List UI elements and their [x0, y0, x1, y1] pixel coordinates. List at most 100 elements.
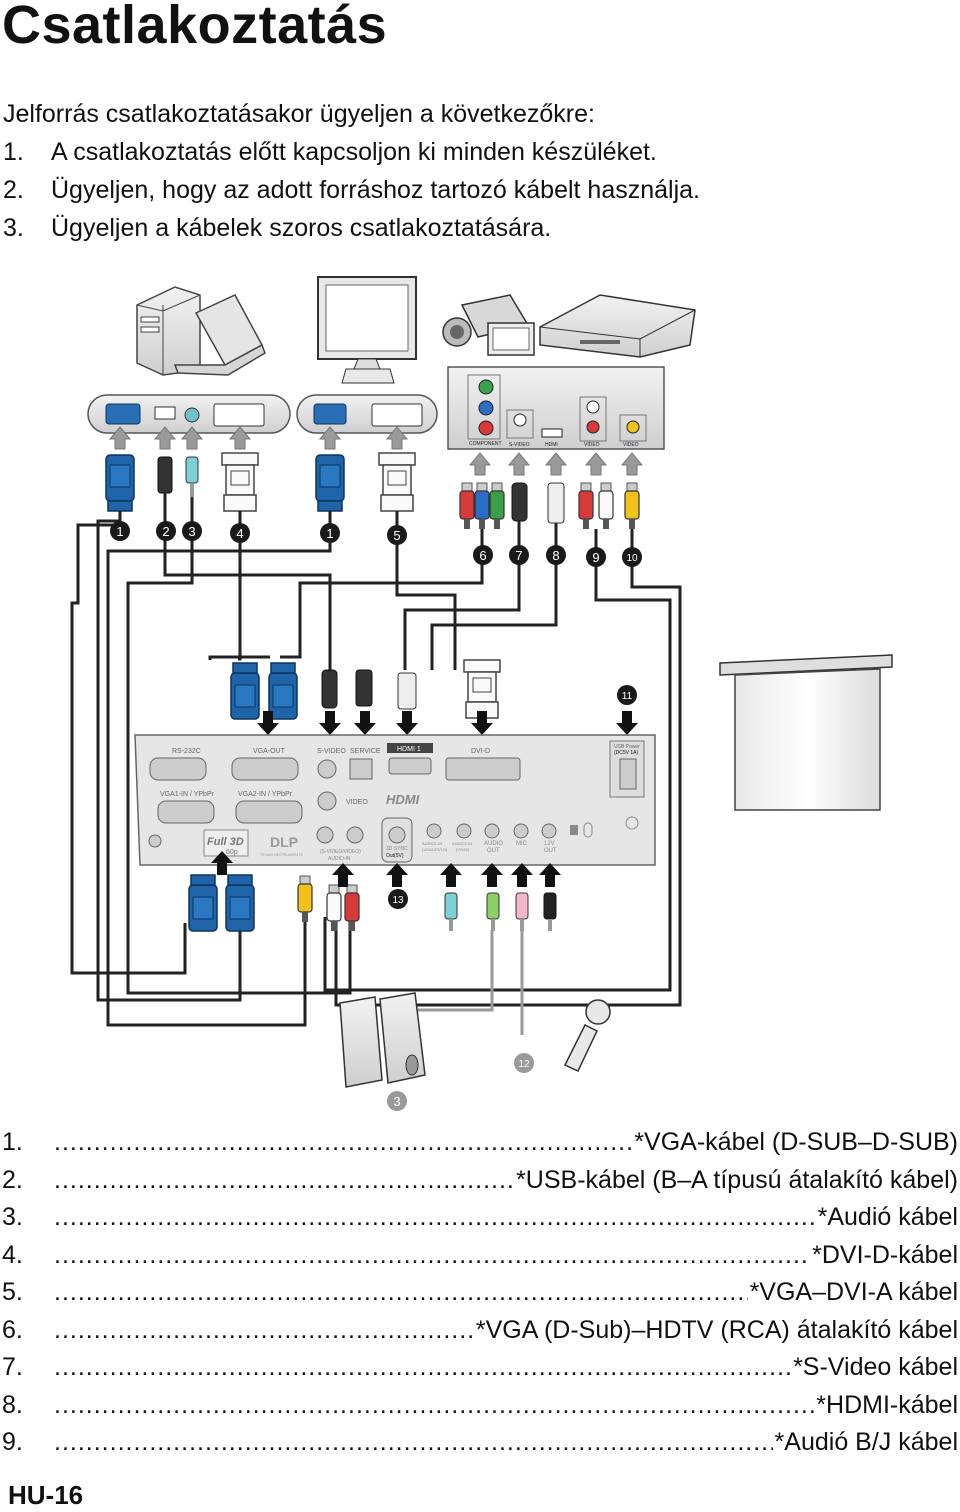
callout-badge: 2 — [156, 521, 176, 541]
callout-badge: 6 — [473, 545, 493, 565]
legend-number: 1. — [2, 1128, 23, 1156]
callout-badge: 5 — [387, 525, 407, 545]
audio2-in-sub: (VGA2) — [456, 847, 470, 852]
callout-badge: 3 — [387, 1091, 407, 1111]
svg-text:3: 3 — [188, 524, 195, 539]
cable-legend: 1. *VGA-kábel (D-SUB–D-SUB) 2.*USB-kábel … — [0, 1128, 958, 1466]
av-port-panel: COMPONENT S-VIDEO HDMI VIDEO VIDEO — [447, 366, 665, 450]
legend-number: 9. — [2, 1428, 23, 1456]
legend-text: *S-Video kábel — [793, 1353, 958, 1381]
legend-text: *USB-kábel (B–A típusú átalakító kábel) — [516, 1165, 958, 1194]
video-label: VIDEO — [584, 442, 600, 448]
camcorder-icon — [442, 294, 535, 356]
hdmi1-label: HDMI 1 — [397, 746, 421, 753]
leader-dots — [54, 1203, 816, 1232]
callout-badge: 12 — [514, 1053, 534, 1073]
usb-power-label: USB Power — [614, 744, 640, 750]
svg-text:12: 12 — [518, 1059, 530, 1070]
legend-text: *HDMI-kábel — [816, 1390, 958, 1419]
intro-step: 1.A csatlakoztatás előtt kapcsoljon ki m… — [3, 133, 700, 171]
full3d-logo: Full 3D — [207, 836, 244, 848]
hdmi-logo: HDMI — [386, 792, 420, 807]
sync3d-sub: Out(5V) — [386, 853, 404, 859]
step-text: A csatlakoztatás előtt kapcsoljon ki min… — [51, 138, 657, 166]
legend-number: 7. — [2, 1353, 23, 1381]
usb-power-sub: (DC5V 1A) — [614, 750, 639, 756]
callout-badges: 1 2 3 4 1 5 6 7 8 9 10 11 13 12 3 — [110, 521, 642, 1111]
legend-number: 6. — [2, 1315, 23, 1344]
connection-diagram: COMPONENT S-VIDEO HDMI VIDEO VIDEO — [70, 276, 893, 1111]
svg-text:11: 11 — [622, 691, 633, 702]
leader-dots — [54, 1316, 474, 1345]
callout-badge: 11 — [617, 685, 637, 705]
monitor-icon — [317, 276, 417, 384]
audio1-in-sub: (VGA1/DVI-D) — [422, 847, 448, 852]
step-number: 3. — [3, 214, 24, 242]
legend-number: 4. — [2, 1240, 23, 1269]
legend-text: *Audió B/J kábel — [774, 1428, 958, 1456]
service-label: SERVICE — [350, 748, 381, 755]
svideo-audio-label: (S-VIDEO/VIDEO) — [320, 849, 361, 855]
callout-badge: 8 — [546, 545, 566, 565]
mic-label: MIC — [516, 841, 528, 847]
leader-dots — [54, 1278, 748, 1307]
out12v-sub: OUT — [544, 848, 557, 854]
dvi-d-label: DVI-D — [471, 748, 490, 755]
svg-text:6: 6 — [479, 548, 486, 563]
leader-dots — [54, 1128, 632, 1157]
callout-badge: 9 — [586, 547, 606, 567]
leader-dots — [54, 1353, 791, 1382]
leader-dots — [54, 1428, 773, 1457]
audio1-in-label: AUDIO1-IN — [422, 841, 442, 846]
dvd-player-icon — [539, 294, 696, 358]
legend-number: 5. — [2, 1278, 23, 1306]
intro-section: Jelforrás csatlakoztatásakor ügyeljen a … — [3, 95, 700, 247]
leader-dots — [54, 1391, 814, 1420]
full3d-sub: 60p — [226, 849, 238, 856]
video2-label: VIDEO — [623, 442, 639, 448]
projector-bottom-plugs — [188, 851, 561, 932]
svg-text:4: 4 — [236, 526, 243, 541]
projector-panel: RS-232C VGA-OUT S-VIDEO SERVICE HDMI 1 D… — [134, 734, 656, 866]
cable-lines — [70, 493, 682, 1027]
audio-out-label: AUDIO — [484, 841, 503, 847]
desktop-pc-icon — [136, 286, 201, 376]
intro-step: 2. Ügyeljen, hogy az adott forráshoz tart… — [3, 171, 700, 209]
legend-text: *DVI-D-kábel — [812, 1240, 958, 1269]
hdmi-label: HDMI — [545, 442, 558, 448]
laptop-icon — [173, 294, 266, 376]
legend-text: *VGA-kábel (D-SUB–D-SUB) — [634, 1128, 958, 1156]
pc-port-panel — [87, 394, 291, 434]
legend-text: *VGA (D-Sub)–HDTV (RCA) átalakító kábel — [475, 1315, 958, 1344]
callout-badge: 1 — [320, 523, 340, 543]
vga2-in-label: VGA2-IN / YPbPr — [238, 791, 293, 798]
page-number: HU-16 — [8, 1480, 84, 1510]
legend-row: 8.*HDMI-kábel — [0, 1391, 958, 1429]
projection-screen-icon — [719, 654, 893, 811]
rs232-label: RS-232C — [172, 748, 201, 755]
callout-badge: 3 — [182, 521, 202, 541]
legend-row: 6. *VGA (D-Sub)–HDTV (RCA) átalakító kábe… — [0, 1316, 958, 1354]
svg-text:9: 9 — [592, 550, 599, 565]
legend-number: 3. — [2, 1203, 23, 1231]
callout-badge: 1 — [110, 521, 130, 541]
callout-badge: 13 — [388, 889, 408, 909]
legend-row: 2.*USB-kábel (B–A típusú átalakító kábel… — [0, 1166, 958, 1204]
video-port-label: VIDEO — [346, 799, 368, 806]
step-text: Ügyeljen, hogy az adott forráshoz tartoz… — [51, 176, 700, 204]
legend-text: *VGA–DVI-A kábel — [749, 1278, 958, 1306]
step-number: 2. — [3, 176, 24, 204]
step-text: Ügyeljen a kábelek szoros csatlakoztatás… — [51, 214, 552, 242]
microphone-icon — [563, 999, 611, 1072]
legend-row: 4. *DVI-D-kábel — [0, 1241, 958, 1279]
callout-badge: 7 — [509, 545, 529, 565]
callout-badge: 4 — [230, 523, 250, 543]
audio2-in-label: AUDIO2-IN — [452, 841, 472, 846]
component-label: COMPONENT — [469, 441, 502, 447]
vga-out-label: VGA-OUT — [253, 748, 286, 755]
legend-row: 3.*Audió kábel — [0, 1203, 958, 1241]
svg-text:1: 1 — [116, 524, 123, 539]
leader-dots — [54, 1166, 514, 1195]
svg-text:7: 7 — [515, 548, 522, 563]
svg-text:3: 3 — [393, 1094, 400, 1109]
